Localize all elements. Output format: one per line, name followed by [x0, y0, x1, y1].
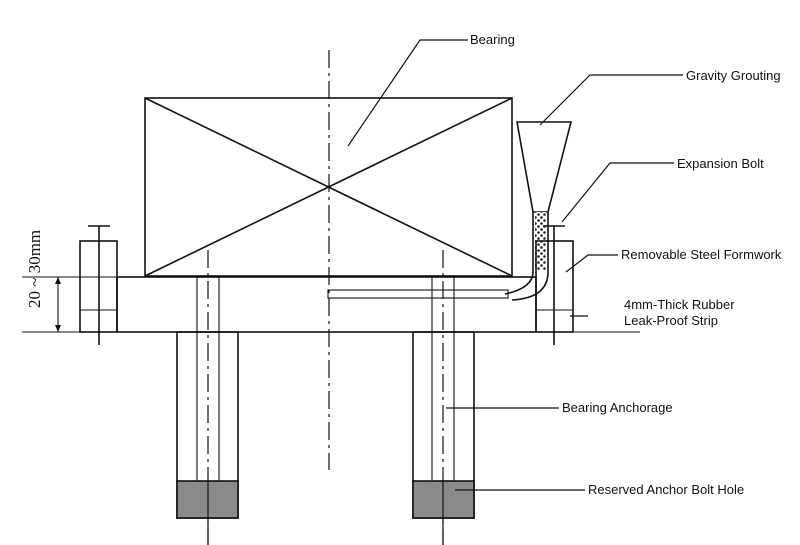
reserved-anchor-bolt-holes — [176, 480, 475, 545]
label-rubber-strip-line1: 4mm-Thick Rubber — [624, 297, 735, 312]
dimension-label: 20 ~ 30mm — [25, 230, 44, 308]
label-gravity-grouting: Gravity Grouting — [686, 68, 781, 83]
grout-channel — [327, 289, 509, 299]
leader-lines — [347, 39, 683, 491]
label-anchor-bolt-hole: Reserved Anchor Bolt Hole — [588, 482, 744, 497]
label-steel-formwork: Removable Steel Formwork — [621, 247, 782, 262]
label-rubber-strip-line2: Leak-Proof Strip — [624, 313, 718, 328]
label-bearing: Bearing — [470, 32, 515, 47]
label-expansion-bolt: Expansion Bolt — [677, 156, 764, 171]
right-steel-formwork — [535, 225, 574, 345]
left-steel-formwork — [79, 225, 118, 345]
grouting-funnel — [504, 121, 573, 301]
label-bearing-anchorage: Bearing Anchorage — [562, 400, 673, 415]
reference-lines — [22, 276, 640, 333]
